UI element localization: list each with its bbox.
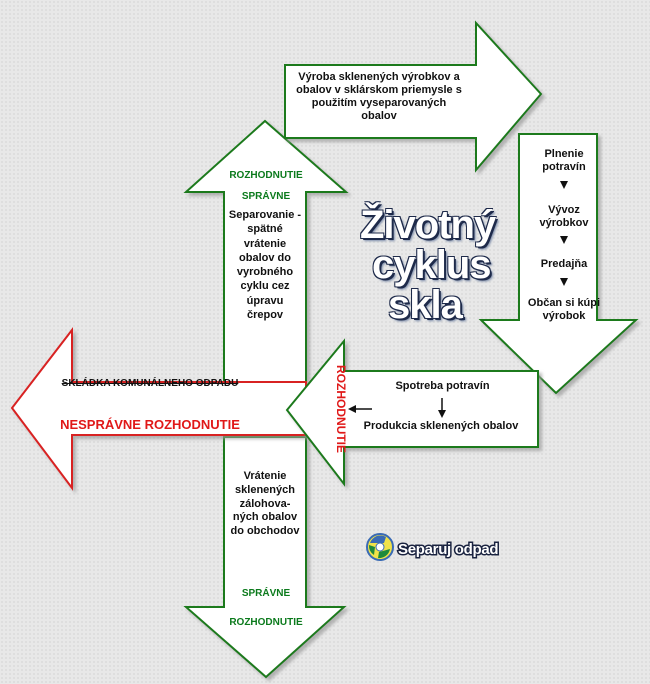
vertical-decision-label: ROZHODNUTIE	[334, 365, 348, 453]
arrow-consumption-shape	[285, 338, 539, 487]
recycle-logo-icon	[366, 533, 394, 561]
step-arrow-1-icon	[560, 181, 568, 189]
consumption-text: Spotreba potravín	[395, 380, 490, 392]
landfill-text: SKLÁDKA KOMUNÁLNEHO ODPADU	[61, 378, 239, 389]
title-line-1: Životný	[360, 203, 496, 247]
production-text: Výroba sklenených výrobkov a obalov v sk…	[296, 71, 462, 122]
arrow-landfill-shape	[10, 327, 307, 491]
step-shop: Predajňa	[540, 258, 588, 270]
logo-text: Separuj odpad	[398, 541, 498, 558]
separation-text: Separovanie - spätné vrátenie obalov do …	[228, 209, 302, 322]
up-correct-heading: SPRÁVNE	[241, 191, 291, 202]
arrow-down-small-head-icon	[438, 410, 446, 418]
arrow-return-deposit-shape	[183, 436, 347, 679]
step-arrow-3-icon	[560, 278, 568, 286]
return-deposit-text: Vrátenie sklenených zálohova-ných obalov…	[230, 470, 300, 537]
step-citizen-buys: Občan si kúpi výrobok	[527, 297, 601, 322]
step-arrow-2-icon	[560, 236, 568, 244]
up-decision-heading: ROZHODNUTIE	[229, 170, 303, 181]
arrow-separation-shape	[183, 119, 349, 383]
bottom-decision-heading: ROZHODNUTIE	[229, 617, 303, 628]
title-line-2: cyklus	[372, 243, 492, 287]
arrow-consumer-shape	[478, 133, 639, 395]
step-filling: Plnenie potravín	[542, 148, 586, 173]
bottom-correct-heading: SPRÁVNE	[241, 588, 291, 599]
wrong-decision-text: NESPRÁVNE ROZHODNUTIE	[60, 417, 240, 432]
step-export: Vývoz výrobkov	[539, 204, 589, 229]
arrow-production-shape	[284, 20, 543, 173]
title-line-3: skla	[388, 283, 463, 327]
arrow-left-small-head-icon	[348, 405, 356, 413]
packaging-text: Produkcia sklenených obalov	[363, 420, 519, 432]
